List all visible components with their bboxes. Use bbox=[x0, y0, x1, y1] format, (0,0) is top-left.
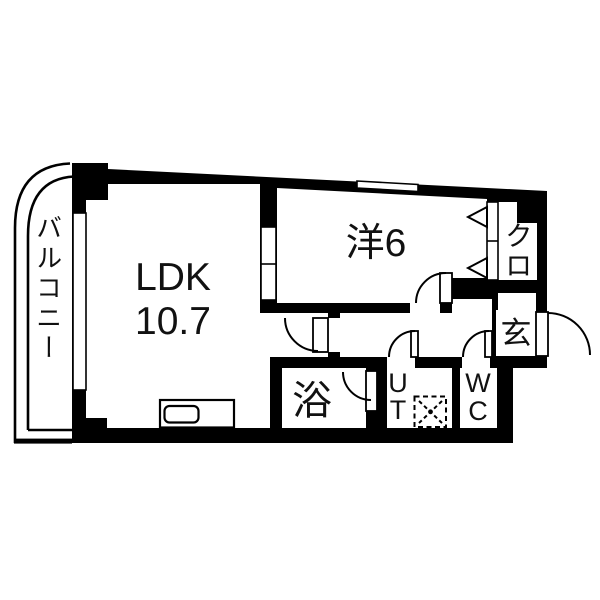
ldk-door bbox=[284, 317, 329, 353]
balcony-outline bbox=[13, 162, 75, 444]
utility-doorway-gap bbox=[387, 357, 415, 368]
ldk-name: LDK bbox=[135, 256, 211, 299]
hallway-west bbox=[340, 313, 452, 357]
western-room-door bbox=[415, 272, 453, 304]
closet-chevron-icon bbox=[465, 256, 488, 280]
closet-folding-door bbox=[465, 201, 499, 281]
bath-label: 浴 bbox=[292, 379, 332, 423]
wc-letter-w: W bbox=[465, 368, 491, 398]
utility-letter-u: U bbox=[388, 368, 408, 398]
kitchen-counter bbox=[158, 398, 236, 429]
bath-door bbox=[342, 370, 378, 412]
kitchen-sink bbox=[163, 404, 200, 424]
wc-door bbox=[462, 330, 493, 358]
washing-machine-pan-icon bbox=[413, 395, 447, 428]
ldk-doorway-gap bbox=[328, 318, 340, 352]
entrance-label: 玄 bbox=[500, 316, 532, 351]
room-bath bbox=[282, 368, 366, 428]
closet-chevron-icon bbox=[465, 205, 488, 229]
western-top-window bbox=[356, 180, 419, 193]
western-doorway-gap bbox=[410, 303, 440, 313]
room-entrance bbox=[496, 310, 536, 356]
room-ldk bbox=[86, 184, 328, 428]
room-closet bbox=[498, 202, 537, 280]
wc-letter-c: C bbox=[468, 395, 488, 426]
entrance-upper-nook bbox=[498, 293, 536, 310]
entrance-door bbox=[535, 311, 591, 357]
ldk-western-window bbox=[260, 226, 277, 301]
balcony-window bbox=[72, 212, 87, 391]
utility-letter-t: T bbox=[389, 395, 407, 425]
wc-doorway-gap bbox=[462, 357, 490, 368]
balcony-label: バルコニー bbox=[32, 214, 63, 364]
utility-door bbox=[388, 330, 419, 358]
closet-label: クロ bbox=[501, 221, 533, 281]
western-room-label: 洋6 bbox=[345, 222, 407, 265]
ldk-size: 10.7 bbox=[135, 300, 211, 344]
room-wc bbox=[460, 368, 497, 428]
